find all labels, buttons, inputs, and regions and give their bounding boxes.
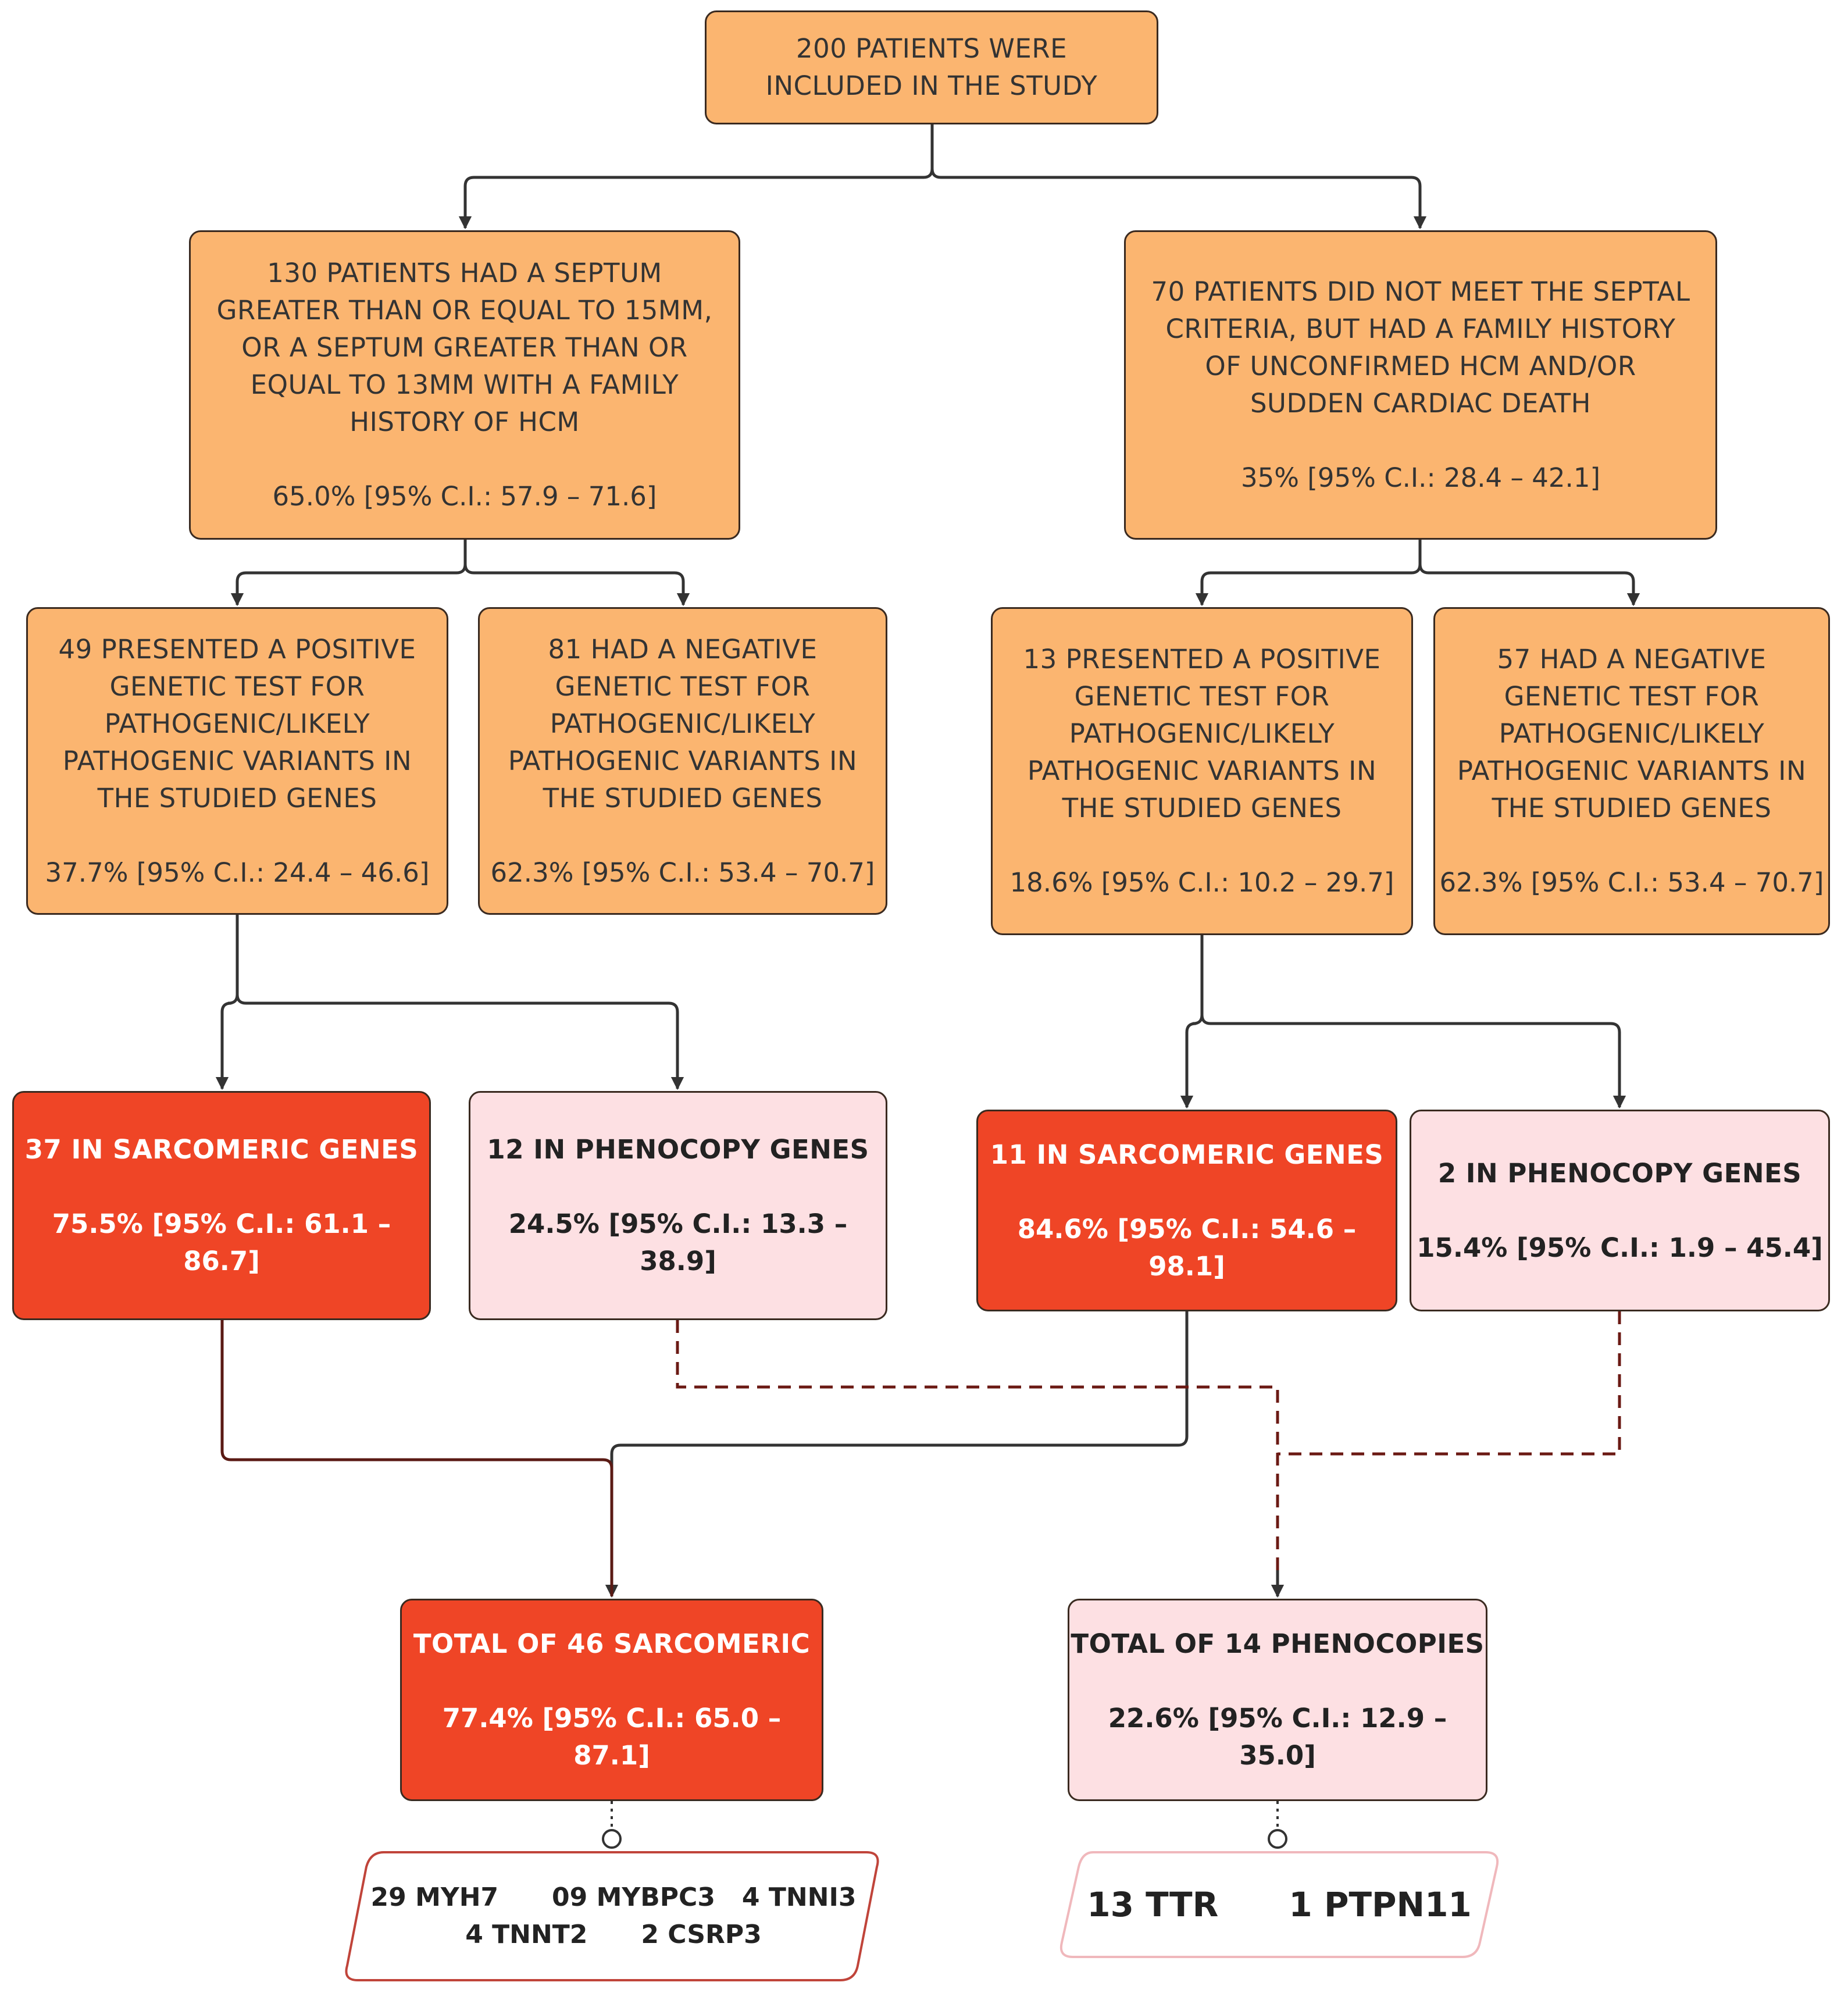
- connector-septal-to-negative: [463, 564, 690, 607]
- septal-phenocopy-box: 12 IN PHENOCOPY GENES 24.5% [95% C.I.: 1…: [469, 1091, 887, 1320]
- gene-tag-sarcomeric-shape: [345, 1851, 879, 1981]
- gene-tag-phenocopy-shape: [1059, 1851, 1499, 1958]
- septal-sarcomeric-box: 37 IN SARCOMERIC GENES 75.5% [95% C.I.: …: [12, 1091, 431, 1320]
- nonseptal-positive-ci: 18.6% [95% C.I.: 10.2 – 29.7]: [1009, 867, 1394, 898]
- sarcomeric-gene-line-2: 4 TNNT2 2 CSRP3: [465, 1920, 762, 1949]
- total-phenocopies-box: TOTAL OF 14 PHENOCOPIES 22.6% [95% C.I.:…: [1068, 1599, 1487, 1801]
- node-circle-phenocopy: [1268, 1829, 1287, 1849]
- septal-positive-ci: 37.7% [95% C.I.: 24.4 – 46.6]: [45, 857, 430, 888]
- root-box: 200 PATIENTS WERE INCLUDED IN THE STUDY: [705, 10, 1158, 124]
- non-septal-text: 70 PATIENTS DID NOT MEET THE SEPTAL CRIT…: [1151, 276, 1690, 419]
- phenocopy-gene-line-1: 13 TTR 1 PTPN11: [1087, 1885, 1472, 1924]
- septal-sarcomeric-ci: 75.5% [95% C.I.: 61.1 – 86.7]: [52, 1208, 391, 1277]
- nonseptal-positive-text: 13 PRESENTED A POSITIVE GENETIC TEST FOR…: [1023, 644, 1381, 823]
- nonseptal-phenocopy-text: 2 IN PHENOCOPY GENES: [1437, 1157, 1802, 1189]
- septal-criteria-text: 130 PATIENTS HAD A SEPTUM GREATER THAN O…: [216, 258, 713, 437]
- nonseptal-negative-ci: 62.3% [95% C.I.: 53.4 – 70.7]: [1439, 867, 1824, 898]
- nonseptal-phenocopy-ci: 15.4% [95% C.I.: 1.9 – 45.4]: [1417, 1232, 1823, 1263]
- phenocopy-gene-list: 13 TTR 1 PTPN11: [1070, 1858, 1489, 1951]
- non-septal-ci: 35% [95% C.I.: 28.4 – 42.1]: [1240, 462, 1601, 493]
- nonseptal-negative-box: 57 HAD A NEGATIVE GENETIC TEST FOR PATHO…: [1433, 607, 1830, 935]
- septal-positive-box: 49 PRESENTED A POSITIVE GENETIC TEST FOR…: [26, 607, 448, 915]
- septal-positive-text: 49 PRESENTED A POSITIVE GENETIC TEST FOR…: [58, 633, 416, 814]
- septal-criteria-ci: 65.0% [95% C.I.: 57.9 – 71.6]: [272, 481, 657, 512]
- connector-sarcomeric-to-total: [220, 1320, 613, 1596]
- connector-nsp-sarcomeric-to-total: [605, 1311, 1189, 1598]
- total-sarcomeric-ci: 77.4% [95% C.I.: 65.0 – 87.1]: [442, 1703, 782, 1771]
- nonseptal-negative-text: 57 HAD A NEGATIVE GENETIC TEST FOR PATHO…: [1457, 644, 1807, 823]
- connector-positive-to-phenocopy: [236, 994, 684, 1090]
- connector-root-to-septal: [458, 124, 934, 230]
- total-phenocopies-text: TOTAL OF 14 PHENOCOPIES: [1071, 1628, 1485, 1659]
- connector-septal-phenocopy-to-total: [676, 1320, 1279, 1596]
- septal-phenocopy-ci: 24.5% [95% C.I.: 13.3 – 38.9]: [508, 1208, 848, 1277]
- connector-root-to-nonseptal: [930, 168, 1427, 230]
- non-septal-box: 70 PATIENTS DID NOT MEET THE SEPTAL CRIT…: [1124, 230, 1717, 540]
- septal-phenocopy-text: 12 IN PHENOCOPY GENES: [487, 1134, 869, 1165]
- connector-septal-to-positive: [230, 540, 467, 607]
- septal-negative-box: 81 HAD A NEGATIVE GENETIC TEST FOR PATHO…: [478, 607, 887, 915]
- total-sarcomeric-text: TOTAL OF 46 SARCOMERIC: [413, 1628, 811, 1659]
- nonseptal-positive-box: 13 PRESENTED A POSITIVE GENETIC TEST FOR…: [991, 607, 1413, 935]
- connector-nonseptal-to-negative: [1418, 564, 1640, 607]
- nonseptal-sarcomeric-box: 11 IN SARCOMERIC GENES 84.6% [95% C.I.: …: [976, 1110, 1397, 1311]
- connector-positive-to-sarcomeric: [215, 915, 239, 1090]
- connector-nsp-positive-to-phenocopy: [1200, 1014, 1626, 1109]
- sarcomeric-gene-list: 29 MYH7 09 MYBPC3 4 TNNI3 4 TNNT2 2 CSRP…: [361, 1861, 866, 1971]
- sarcomeric-gene-line-1: 29 MYH7 09 MYBPC3 4 TNNI3: [370, 1883, 857, 1912]
- septal-criteria-box: 130 PATIENTS HAD A SEPTUM GREATER THAN O…: [189, 230, 740, 540]
- septal-negative-ci: 62.3% [95% C.I.: 53.4 – 70.7]: [490, 857, 875, 888]
- nonseptal-sarcomeric-text: 11 IN SARCOMERIC GENES: [990, 1139, 1384, 1170]
- nonseptal-sarcomeric-ci: 84.6% [95% C.I.: 54.6 – 98.1]: [1017, 1213, 1357, 1282]
- total-phenocopies-ci: 22.6% [95% C.I.: 12.9 – 35.0]: [1108, 1703, 1447, 1771]
- node-circle-sarcomeric: [602, 1829, 622, 1849]
- connector-nsp-positive-to-sarcomeric: [1180, 935, 1204, 1109]
- nonseptal-phenocopy-box: 2 IN PHENOCOPY GENES 15.4% [95% C.I.: 1.…: [1410, 1110, 1830, 1311]
- total-sarcomeric-box: TOTAL OF 46 SARCOMERIC 77.4% [95% C.I.: …: [400, 1599, 823, 1801]
- septal-sarcomeric-text: 37 IN SARCOMERIC GENES: [24, 1134, 419, 1165]
- connector-nsp-phenocopy-to-total: [1278, 1311, 1621, 1456]
- connector-nonseptal-to-positive: [1195, 540, 1422, 607]
- septal-negative-text: 81 HAD A NEGATIVE GENETIC TEST FOR PATHO…: [508, 633, 858, 814]
- root-text: 200 PATIENTS WERE INCLUDED IN THE STUDY: [765, 33, 1098, 101]
